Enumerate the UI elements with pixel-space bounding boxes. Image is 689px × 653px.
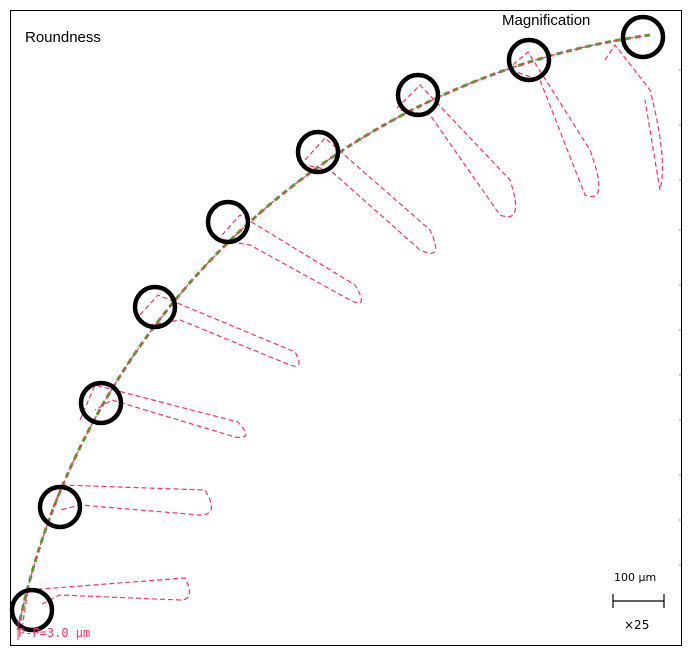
- scale-bar: [612, 594, 665, 608]
- marker-circle-8: [506, 37, 552, 83]
- marker-circle-9: [620, 14, 666, 60]
- marker-group: [9, 14, 666, 633]
- outer-profile-line: [17, 34, 651, 631]
- tooth-profile-9: [604, 43, 664, 191]
- marker-circle-6: [295, 129, 341, 175]
- right-edge-ticks: [679, 69, 681, 566]
- reference-circle: [16, 33, 651, 631]
- marker-circle-5: [205, 199, 251, 245]
- peak-to-peak-label: P-P=3.0 μm: [18, 626, 91, 640]
- roundness-chart-frame: [10, 10, 682, 646]
- marker-circle-2: [37, 484, 83, 530]
- tooth-profile-7: [396, 84, 517, 218]
- scale-value-label: 100 μm: [614, 571, 657, 584]
- tooth-profile-5: [219, 214, 362, 304]
- marker-circle-7: [395, 72, 441, 118]
- tooth-profile-3: [79, 384, 247, 439]
- marker-circle-3: [78, 380, 124, 426]
- tooth-profile-4: [139, 294, 300, 367]
- tooth-profiles: [21, 43, 664, 629]
- marker-circle-4: [132, 284, 178, 330]
- scale-magnification-label: ×25: [624, 618, 650, 632]
- magnification-label: Magnification: [502, 12, 591, 29]
- tooth-profile-1: [21, 577, 191, 629]
- roundness-label: Roundness: [25, 29, 101, 46]
- tooth-profile-2: [49, 484, 212, 516]
- tooth-profile-8: [506, 51, 600, 198]
- marker-circle-1: [9, 587, 55, 633]
- tooth-profile-6: [304, 137, 437, 254]
